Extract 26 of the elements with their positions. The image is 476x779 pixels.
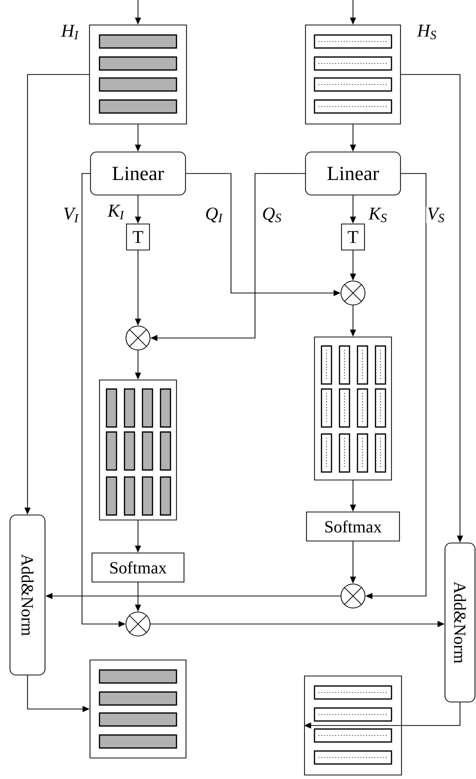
edge-label: V$_{I}$ <box>62 206 80 224</box>
transpose-box: T <box>126 224 150 250</box>
multiply-symbol <box>126 326 150 350</box>
softmax-box: Softmax <box>92 552 184 582</box>
matrix-drawing <box>304 676 402 776</box>
multiply-symbol <box>340 280 366 306</box>
multiply-symbol <box>340 584 366 608</box>
softmax-box: Softmax <box>306 512 400 542</box>
edge-label: Q$_{S}$ <box>261 206 283 224</box>
add-norm-box: Add&Norm <box>444 542 476 702</box>
edge-label: V$_{S}$ <box>426 206 446 224</box>
matrix-drawing <box>314 336 392 480</box>
multiply-symbol <box>126 612 150 636</box>
matrix-drawing <box>90 660 186 758</box>
add-norm-box: Add&Norm <box>10 514 46 676</box>
edge-label: Q$_{I}$ <box>204 206 224 224</box>
matrix-drawing <box>89 24 187 124</box>
edge-label: K$_{S}$ <box>368 206 388 224</box>
matrix-label: H$_{I}$ <box>60 24 79 40</box>
linear-box: Linear <box>90 152 186 196</box>
matrix-label: H$_{S}$ <box>416 24 436 40</box>
matrix-drawing <box>99 380 177 520</box>
linear-box: Linear <box>305 152 401 196</box>
matrix-drawing <box>305 24 401 124</box>
edge-label: K$_{I}$ <box>106 204 126 220</box>
transpose-box: T <box>341 224 365 250</box>
